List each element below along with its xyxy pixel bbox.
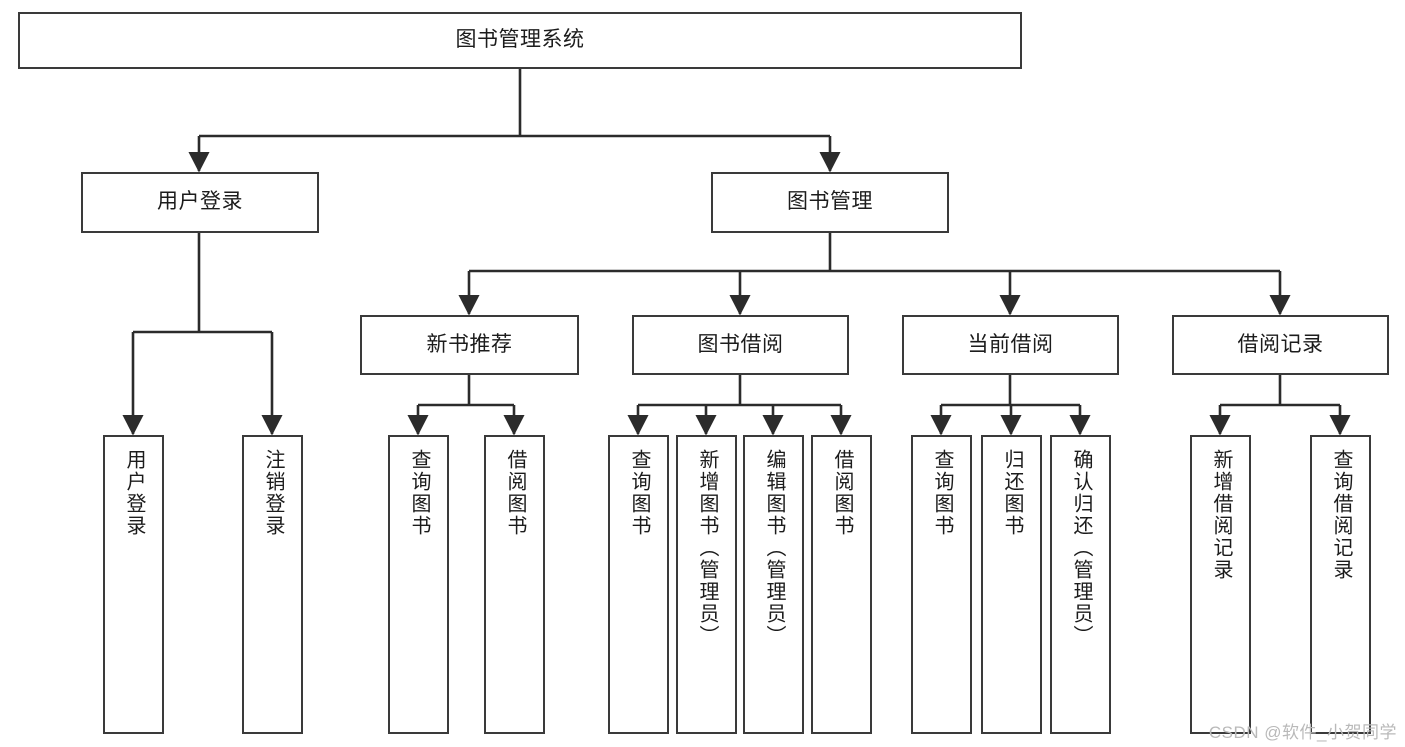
- node-leaf-br-query-record-label: 查询借阅记录: [1330, 449, 1352, 581]
- node-leaf-br-query-record[interactable]: 查询借阅记录: [1310, 435, 1371, 734]
- node-leaf-bb-add-book[interactable]: 新增图书（管理员）: [676, 435, 737, 734]
- node-leaf-bb-query-book[interactable]: 查询图书: [608, 435, 669, 734]
- node-borrow-record[interactable]: 借阅记录: [1172, 315, 1389, 375]
- node-leaf-bb-edit-book[interactable]: 编辑图书（管理员）: [743, 435, 804, 734]
- node-book-borrow-label: 图书借阅: [697, 332, 784, 356]
- node-leaf-rec-query-book[interactable]: 查询图书: [388, 435, 449, 734]
- node-leaf-cb-query-book-label: 查询图书: [931, 449, 953, 537]
- node-leaf-rec-borrow-book-label: 借阅图书: [504, 449, 526, 537]
- node-leaf-br-add-record[interactable]: 新增借阅记录: [1190, 435, 1251, 734]
- node-leaf-rec-query-book-label: 查询图书: [408, 449, 430, 537]
- node-book-manage-label: 图书管理: [787, 190, 873, 214]
- node-leaf-bb-edit-book-label: 编辑图书（管理员）: [763, 449, 785, 647]
- node-leaf-logout-label: 注销登录: [262, 449, 284, 537]
- node-leaf-bb-add-book-label: 新增图书（管理员）: [696, 449, 718, 647]
- node-user-login-label: 用户登录: [157, 190, 243, 214]
- node-root[interactable]: 图书管理系统: [18, 12, 1022, 69]
- node-leaf-cb-query-book[interactable]: 查询图书: [911, 435, 972, 734]
- node-leaf-logout[interactable]: 注销登录: [242, 435, 303, 734]
- node-leaf-cb-confirm-return-label: 确认归还（管理员）: [1070, 449, 1092, 647]
- node-current-borrow[interactable]: 当前借阅: [902, 315, 1119, 375]
- node-leaf-user-login[interactable]: 用户登录: [103, 435, 164, 734]
- node-leaf-bb-borrow-book[interactable]: 借阅图书: [811, 435, 872, 734]
- node-book-borrow[interactable]: 图书借阅: [632, 315, 849, 375]
- node-leaf-bb-query-book-label: 查询图书: [628, 449, 650, 537]
- node-user-login[interactable]: 用户登录: [81, 172, 319, 233]
- node-borrow-record-label: 借阅记录: [1237, 332, 1324, 356]
- node-leaf-br-add-record-label: 新增借阅记录: [1210, 449, 1232, 581]
- node-leaf-bb-borrow-book-label: 借阅图书: [831, 449, 853, 537]
- node-new-book-rec[interactable]: 新书推荐: [360, 315, 579, 375]
- node-current-borrow-label: 当前借阅: [967, 332, 1054, 356]
- node-root-label: 图书管理系统: [455, 28, 585, 52]
- node-leaf-cb-return-book-label: 归还图书: [1001, 449, 1023, 537]
- csdn-watermark: CSDN @软件_小贺同学: [1208, 723, 1397, 742]
- node-new-book-rec-label: 新书推荐: [426, 332, 513, 356]
- node-leaf-cb-return-book[interactable]: 归还图书: [981, 435, 1042, 734]
- node-leaf-cb-confirm-return[interactable]: 确认归还（管理员）: [1050, 435, 1111, 734]
- node-leaf-rec-borrow-book[interactable]: 借阅图书: [484, 435, 545, 734]
- node-leaf-user-login-label: 用户登录: [123, 449, 145, 537]
- node-book-manage[interactable]: 图书管理: [711, 172, 949, 233]
